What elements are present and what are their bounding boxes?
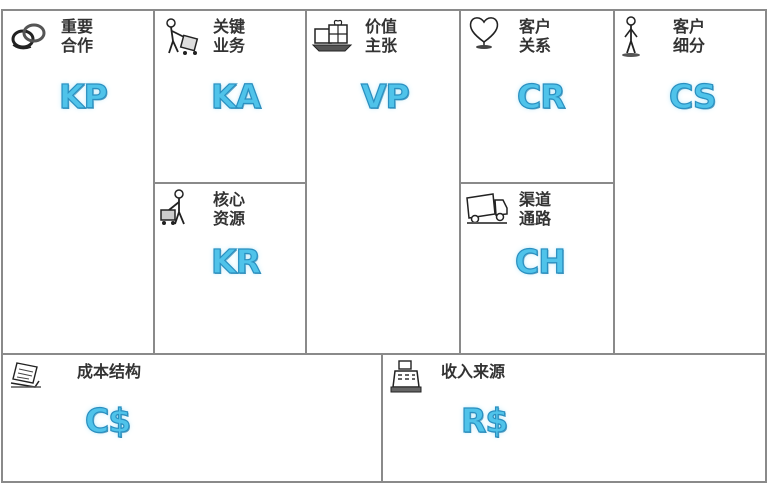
person-with-cart-icon bbox=[159, 188, 199, 228]
block-code: CR bbox=[516, 76, 566, 116]
block-title: 客户 关系 bbox=[519, 17, 551, 55]
block-title: 客户 细分 bbox=[673, 17, 705, 55]
title-line-2: 关系 bbox=[519, 36, 552, 55]
block-channels: 渠道 通路 CH bbox=[459, 182, 615, 355]
block-revenue-streams: 收入来源 R$ bbox=[381, 353, 767, 483]
block-code: KP bbox=[58, 76, 108, 116]
block-code: R$ bbox=[460, 400, 509, 440]
title-line-1: 渠道 bbox=[519, 190, 552, 209]
block-title: 收入来源 bbox=[441, 362, 506, 381]
block-code: C$ bbox=[84, 400, 131, 440]
block-code: CH bbox=[514, 241, 566, 281]
block-customer-relationships: 客户 关系 CR bbox=[459, 9, 615, 184]
block-title: 核心 资源 bbox=[213, 190, 245, 228]
title-line-2: 合作 bbox=[61, 36, 94, 55]
title-line-2: 资源 bbox=[213, 209, 246, 228]
block-cost-structure: 成本结构 C$ bbox=[1, 353, 383, 483]
delivery-truck-icon bbox=[465, 192, 509, 226]
person-pushing-cart-icon bbox=[160, 17, 200, 57]
block-key-partners: 重要 合作 KP bbox=[1, 9, 155, 355]
title-line-1: 客户 bbox=[673, 17, 706, 36]
receipt-icon bbox=[9, 361, 45, 391]
heart-icon bbox=[467, 14, 501, 50]
title-line-2: 通路 bbox=[519, 209, 552, 228]
block-code: VP bbox=[360, 76, 410, 116]
block-key-activities: 关键 业务 KA bbox=[153, 9, 307, 184]
block-title: 成本结构 bbox=[77, 362, 142, 381]
block-code: KR bbox=[210, 241, 261, 281]
gift-boxes-icon bbox=[311, 15, 353, 55]
title-line-2: 细分 bbox=[673, 36, 706, 55]
title-line-1: 价值 bbox=[365, 17, 398, 36]
block-key-resources: 核心 资源 KR bbox=[153, 182, 307, 355]
title-line-1: 核心 bbox=[213, 190, 246, 209]
title-line-1: 客户 bbox=[519, 17, 552, 36]
block-title: 渠道 通路 bbox=[519, 190, 551, 228]
block-title: 价值 主张 bbox=[365, 17, 397, 55]
block-code: KA bbox=[210, 76, 261, 116]
block-title: 关键 业务 bbox=[213, 17, 245, 55]
block-value-propositions: 价值 主张 VP bbox=[305, 9, 461, 355]
block-customer-segments: 客户 细分 CS bbox=[613, 9, 767, 355]
title-line-2: 业务 bbox=[213, 36, 246, 55]
cash-register-icon bbox=[389, 359, 423, 395]
linked-rings-icon bbox=[9, 19, 49, 53]
title-line-2: 主张 bbox=[365, 36, 398, 55]
standing-person-icon bbox=[619, 15, 645, 57]
title-line-1: 关键 bbox=[213, 17, 246, 36]
block-title: 重要 合作 bbox=[61, 17, 93, 55]
block-code: CS bbox=[668, 76, 717, 116]
title-line-1: 重要 bbox=[61, 17, 94, 36]
